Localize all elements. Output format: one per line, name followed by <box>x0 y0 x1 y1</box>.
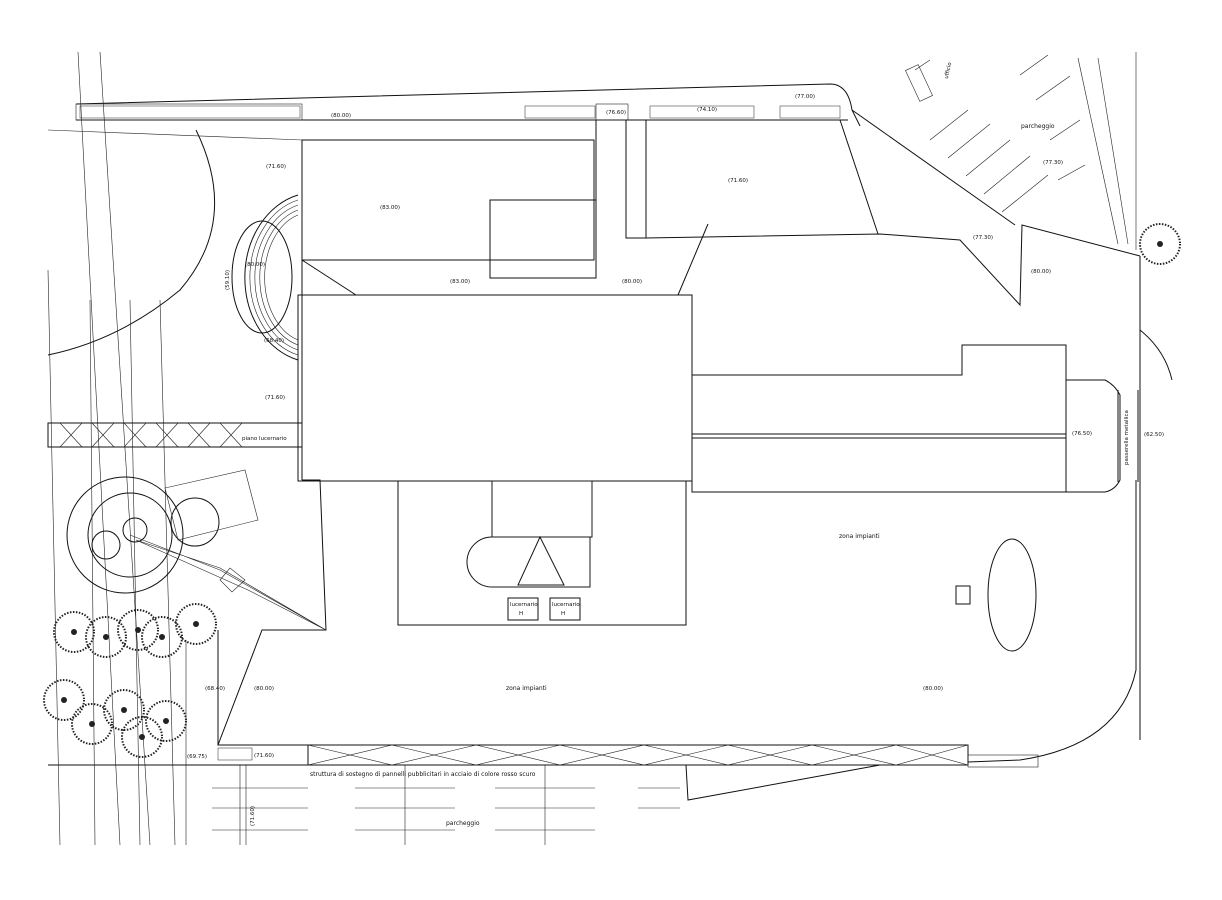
elev-7730-b: (77.30) <box>973 235 993 241</box>
elev-80-amph: (80.00) <box>245 262 265 268</box>
amphitheatre <box>231 140 303 480</box>
label-h2: H <box>561 611 565 617</box>
tree <box>53 611 95 653</box>
tree <box>145 700 187 742</box>
tree <box>175 603 217 645</box>
label-lucernario-2: lucernario <box>552 602 580 608</box>
elev-top-80: (80.00) <box>331 113 351 119</box>
spiral-sculpture <box>66 469 327 745</box>
trees <box>43 223 1181 758</box>
grid-roof <box>691 344 1139 493</box>
elev-6840: (68.40) <box>264 338 284 344</box>
elev-7160-left: (71.60) <box>266 164 286 170</box>
label-zona-impianti-2: zona impianti <box>506 685 547 692</box>
elev-top-77: (77.00) <box>795 94 815 100</box>
label-parcheggio-bottom: parcheggio <box>446 820 480 827</box>
elev-7650: (76.50) <box>1072 431 1092 437</box>
bottom-truss <box>48 744 1039 801</box>
left-truss-walkway <box>47 422 303 448</box>
elev-6250: (62.50) <box>1144 432 1164 438</box>
tree <box>141 616 183 658</box>
label-struttura: struttura di sostegno di pannelli pubbli… <box>310 771 536 778</box>
elev-7160-bottom: (71.60) <box>254 753 274 759</box>
label-piano-lucernario: piano lucernario <box>242 436 287 442</box>
parking-bottom <box>212 765 680 845</box>
tree <box>121 716 163 758</box>
label-zona-impianti-1: zona impianti <box>839 533 880 540</box>
label-ufficio: ufficio <box>944 61 953 79</box>
label-h1: H <box>519 611 523 617</box>
elev-80-right: (80.00) <box>1031 269 1051 275</box>
area-labels: parcheggio parcheggio zona impianti zona… <box>242 61 1130 827</box>
elev-top-7410: (74.10) <box>697 107 717 113</box>
elev-top-7660: (76.60) <box>606 110 626 116</box>
elev-7160-lower: (71.60) <box>265 395 285 401</box>
tree <box>117 609 159 651</box>
elev-5910: (59.10) <box>225 270 231 290</box>
tree <box>103 689 145 731</box>
tree <box>85 616 127 658</box>
elev-80-bl: (80.00) <box>254 686 274 692</box>
elev-80-center: (80.00) <box>622 279 642 285</box>
top-boundary <box>75 83 861 127</box>
elev-80-br: (80.00) <box>923 686 943 692</box>
tree <box>1139 223 1181 265</box>
zona-impianti-boundary <box>217 479 1137 763</box>
elev-8340: (83.00) <box>450 279 470 285</box>
right-upper-area <box>645 52 1173 740</box>
central-roof <box>297 294 693 626</box>
elevation-labels: (80.00) (76.60) (74.10) (77.00) (71.60) … <box>187 94 1164 826</box>
label-lucernario-1: lucernario <box>510 602 538 608</box>
tree <box>43 679 85 721</box>
elev-vert-bottom: (71.60) <box>250 806 256 826</box>
elev-6975: (69.75) <box>187 754 207 760</box>
left-site-lines <box>47 51 303 846</box>
tree <box>71 703 113 745</box>
parking-stalls-top <box>929 54 1086 213</box>
elev-7160-mid: (71.60) <box>728 178 748 184</box>
label-passerella: passerella metallica <box>1124 410 1130 465</box>
elev-83-stripes: (83.00) <box>380 205 400 211</box>
stripe-block <box>301 119 647 296</box>
label-parcheggio-top: parcheggio <box>1021 123 1055 130</box>
elev-7730-a: (77.30) <box>1043 160 1063 166</box>
elev-6840-b: (68.40) <box>205 686 225 692</box>
